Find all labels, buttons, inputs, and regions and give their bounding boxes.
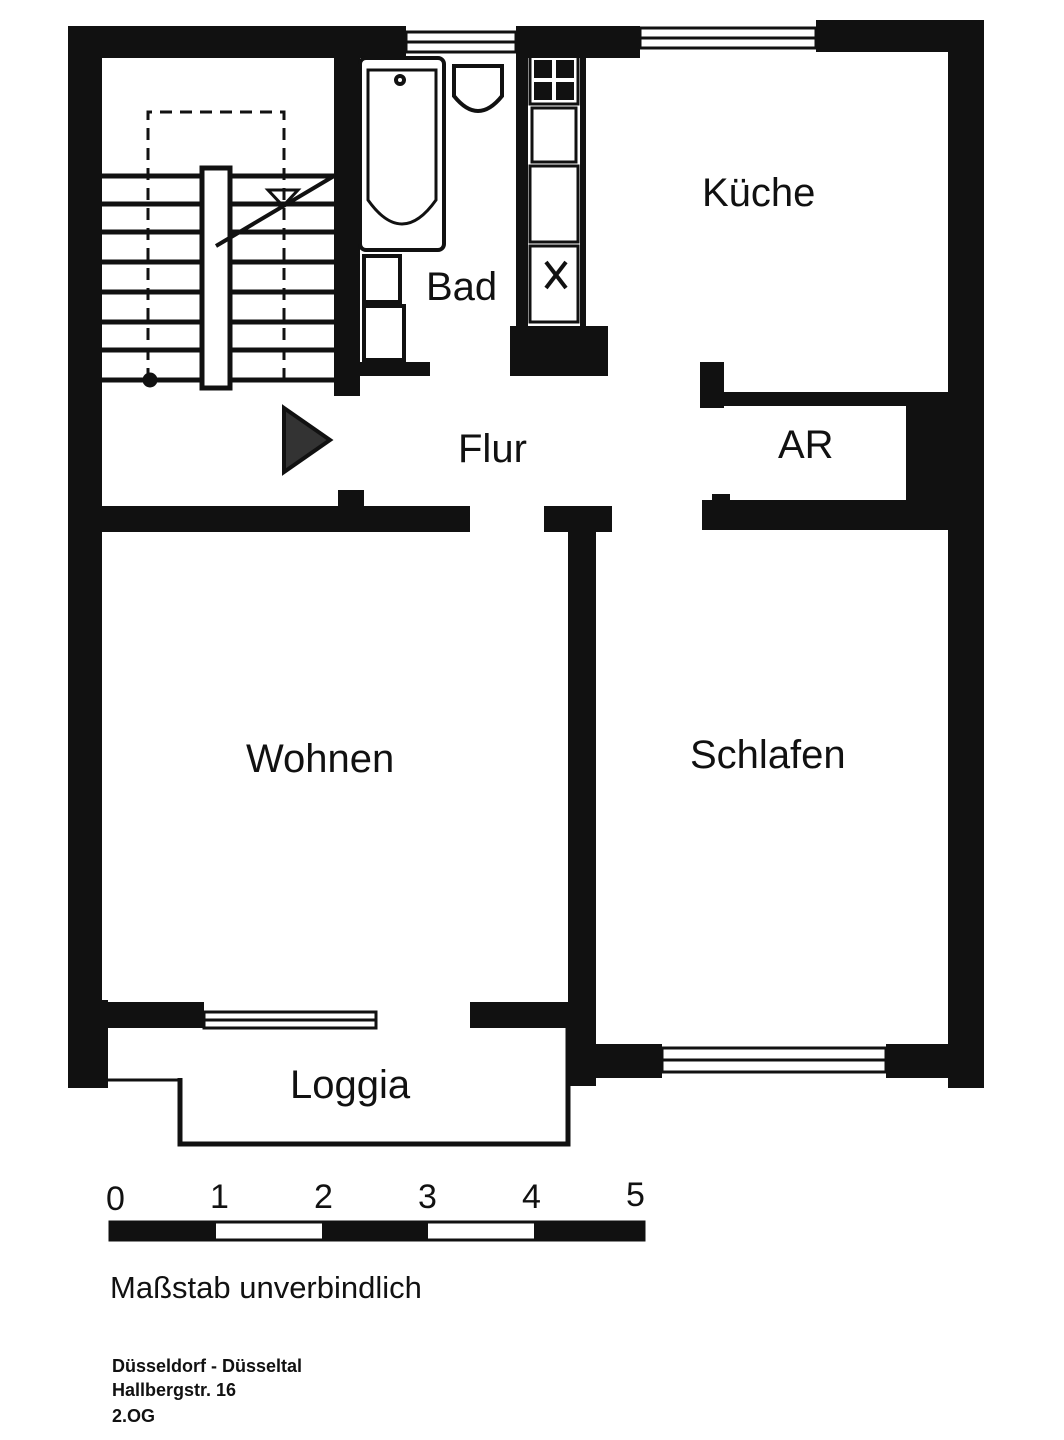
room-label-kueche: Küche bbox=[702, 171, 815, 215]
kitchen-fixtures bbox=[528, 54, 580, 324]
stove-burners bbox=[534, 60, 574, 100]
wall-flur-south-right bbox=[702, 500, 950, 530]
interior-walls bbox=[102, 56, 950, 1086]
wall-loggia-left-stub bbox=[102, 1002, 204, 1028]
wall-left bbox=[68, 26, 102, 1088]
wall-flur-south-mid bbox=[544, 506, 612, 532]
wall-loggia-stub bbox=[470, 1002, 568, 1028]
outer-walls bbox=[68, 20, 984, 1088]
wall-ar-jamb bbox=[700, 362, 724, 408]
window-schlafen bbox=[660, 1046, 888, 1074]
address-block: Düsseldorf - Düsseltal Hallbergstr. 16 2… bbox=[112, 1356, 302, 1426]
window-kueche bbox=[638, 26, 818, 50]
sink-icon bbox=[528, 244, 580, 324]
address-floor: 2.OG bbox=[112, 1406, 155, 1426]
address-street: Hallbergstr. 16 bbox=[112, 1380, 236, 1400]
stair-direction-icon bbox=[264, 188, 302, 209]
scale-tick-5: 5 bbox=[626, 1176, 645, 1214]
toilet-icon bbox=[452, 64, 504, 113]
wall-ar-bottom-jamb bbox=[712, 494, 730, 508]
wall-right bbox=[948, 20, 984, 1088]
sink-cross-icon bbox=[544, 260, 568, 290]
wall-top-mid bbox=[516, 26, 640, 58]
wall-kitchen-block bbox=[510, 326, 608, 376]
wall-bath-bottom bbox=[360, 362, 430, 376]
scale-segment-0 bbox=[110, 1222, 216, 1240]
entrance-arrow-icon bbox=[282, 404, 334, 476]
wall-flur-south-left bbox=[102, 506, 470, 532]
wall-bottom-schlafen-right bbox=[886, 1044, 984, 1078]
wall-bottom-left-piece bbox=[68, 1000, 108, 1088]
room-label-bad: Bad bbox=[426, 265, 497, 309]
scale-tick-3: 3 bbox=[418, 1178, 437, 1216]
bathtub-inner bbox=[366, 68, 438, 226]
staircase bbox=[98, 110, 336, 391]
washbasin-lower-icon bbox=[362, 304, 406, 362]
window-bad bbox=[404, 30, 518, 54]
room-label-loggia: Loggia bbox=[290, 1063, 411, 1107]
scale-tick-2: 2 bbox=[314, 1178, 333, 1216]
scale-tick-4: 4 bbox=[522, 1178, 541, 1216]
wall-top-left bbox=[68, 26, 406, 58]
room-label-flur: Flur bbox=[458, 427, 527, 471]
wall-bath-kitchen bbox=[516, 56, 528, 356]
scale-tick-0: 0 bbox=[106, 1180, 125, 1218]
scale-segment-2 bbox=[322, 1222, 428, 1240]
counter-icon bbox=[530, 106, 578, 164]
wall-kitchen-ar bbox=[716, 392, 948, 406]
cabinet-icon bbox=[528, 164, 580, 244]
stair-handrail-core bbox=[199, 165, 233, 391]
scale-segment-4 bbox=[534, 1222, 644, 1240]
stove-icon bbox=[528, 54, 580, 106]
wall-wohnen-schlafen bbox=[568, 530, 596, 1086]
stair-start-dot bbox=[142, 372, 158, 388]
room-label-schlafen: Schlafen bbox=[690, 733, 846, 777]
bathtub-drain-icon bbox=[394, 74, 406, 86]
scale-bar: 0 1 2 3 4 5 Maßstab unverbindlich bbox=[106, 1176, 646, 1305]
room-label-ar: AR bbox=[778, 423, 834, 467]
address-city: Düsseldorf - Düsseltal bbox=[112, 1356, 302, 1376]
bathtub-icon bbox=[358, 56, 446, 252]
wall-stair-bath bbox=[334, 56, 360, 396]
stair-cut-line bbox=[214, 174, 336, 248]
room-label-wohnen: Wohnen bbox=[246, 737, 394, 781]
wall-bottom-schlafen-left bbox=[596, 1044, 662, 1078]
scale-note: Maßstab unverbindlich bbox=[110, 1270, 422, 1305]
scale-tick-1: 1 bbox=[210, 1178, 229, 1216]
window-wohnen-loggia bbox=[202, 1010, 378, 1030]
windows bbox=[202, 26, 888, 1074]
loggia-outline bbox=[108, 1028, 571, 1147]
wall-kitchen-left bbox=[580, 56, 586, 326]
wall-flur-stub bbox=[338, 490, 364, 510]
bath-fixtures bbox=[358, 56, 504, 362]
washbasin-upper-icon bbox=[362, 254, 402, 304]
